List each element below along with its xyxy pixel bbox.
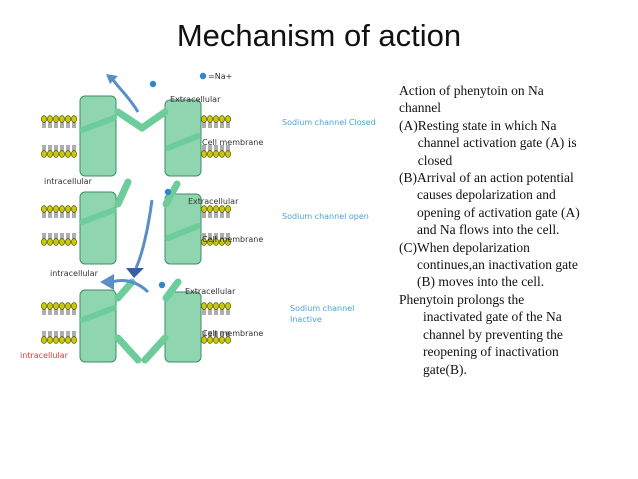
step-line: opening of activation gate (A) [417, 204, 580, 220]
footer-line: reopening of inactivation [423, 344, 559, 360]
step-line: closed [417, 152, 453, 168]
sodium-channel-diagram: =Na+ Extracellular Cell membrane intrace… [20, 72, 376, 364]
cell-membrane-label: Cell membrane [202, 235, 263, 244]
step-label: (C) [399, 239, 417, 255]
footer-line: Phenytoin prolongs the [399, 291, 525, 307]
panel-inactive: Extracellular Cell membrane intracellula… [20, 274, 354, 364]
channel-protein-left [79, 191, 117, 265]
step-line: and Na flows into the cell. [417, 222, 560, 238]
step-body: When depolarization continues,an inactiv… [417, 239, 624, 291]
na-flow-arrow [134, 199, 154, 269]
state-label: Sodium channel open [282, 212, 369, 221]
channel-protein-left [79, 289, 117, 363]
panel-closed: Extracellular Cell membrane intracellula… [41, 74, 376, 186]
heading-line: Action of phenytoin on Na [399, 83, 544, 98]
state-label: Sodium channel Closed [282, 118, 376, 127]
step-label: (A) [399, 117, 418, 133]
step-line: continues,an inactivation gate [417, 257, 578, 273]
step-item: (A) Resting state in which Na channel ac… [399, 117, 624, 169]
na-flow-arrow [110, 77, 140, 113]
footer-line: channel by preventing the [423, 326, 563, 342]
na-ion-icon [149, 80, 157, 88]
intracellular-label: intracellular [44, 177, 93, 186]
na-ion-legend-icon [199, 72, 207, 80]
channel-protein-right [164, 291, 202, 363]
na-flow-arrow [111, 278, 150, 294]
explanation-text: Action of phenytoin on Na channel (A) Re… [399, 82, 624, 378]
activation-gate [138, 108, 169, 132]
na-ion-icon [164, 188, 172, 196]
step-line: When depolarization [417, 239, 530, 255]
heading-line: channel [399, 100, 441, 116]
step-line: causes depolarization and [417, 187, 556, 203]
step-line: channel activation gate (A) is [417, 135, 577, 151]
state-label: Inactive [290, 315, 322, 324]
panel-open: Extracellular Cell membrane intracellula… [41, 178, 369, 278]
footer-line: gate(B). [423, 361, 467, 377]
step-line: Arrival of an action potential [417, 170, 574, 186]
step-line: (B) moves into the cell. [417, 274, 545, 290]
step-item: (B) Arrival of an action potential cause… [399, 169, 624, 239]
inactivation-gate [141, 334, 169, 364]
inactivation-gate [114, 334, 142, 364]
extracellular-label: Extracellular [188, 197, 239, 206]
extracellular-label: Extracellular [185, 287, 236, 296]
footer-line: inactivated gate of the Na [423, 309, 562, 325]
cell-membrane-label: Cell membrane [202, 329, 263, 338]
activation-gate-open [114, 178, 132, 208]
na-ion-icon [158, 281, 166, 289]
extracellular-label: Extracellular [170, 95, 221, 104]
intracellular-label: intracellular [50, 269, 99, 278]
step-body: Resting state in which Na channel activa… [418, 117, 624, 169]
channel-protein-left [79, 95, 117, 177]
activation-gate [114, 108, 146, 132]
step-line: Resting state in which Na [417, 117, 557, 133]
step-label: (B) [399, 170, 417, 186]
state-label: Sodium channel [290, 304, 354, 313]
slide-title: Mechanism of action [176, 18, 462, 53]
channel-protein-right [164, 99, 202, 177]
step-item: (C) When depolarization continues,an ina… [399, 239, 624, 291]
na-legend-label: =Na+ [208, 72, 232, 81]
intracellular-label: intracellular [20, 351, 69, 360]
cell-membrane-label: Cell membrane [202, 138, 263, 147]
step-body: Arrival of an action potential causes de… [417, 169, 624, 239]
